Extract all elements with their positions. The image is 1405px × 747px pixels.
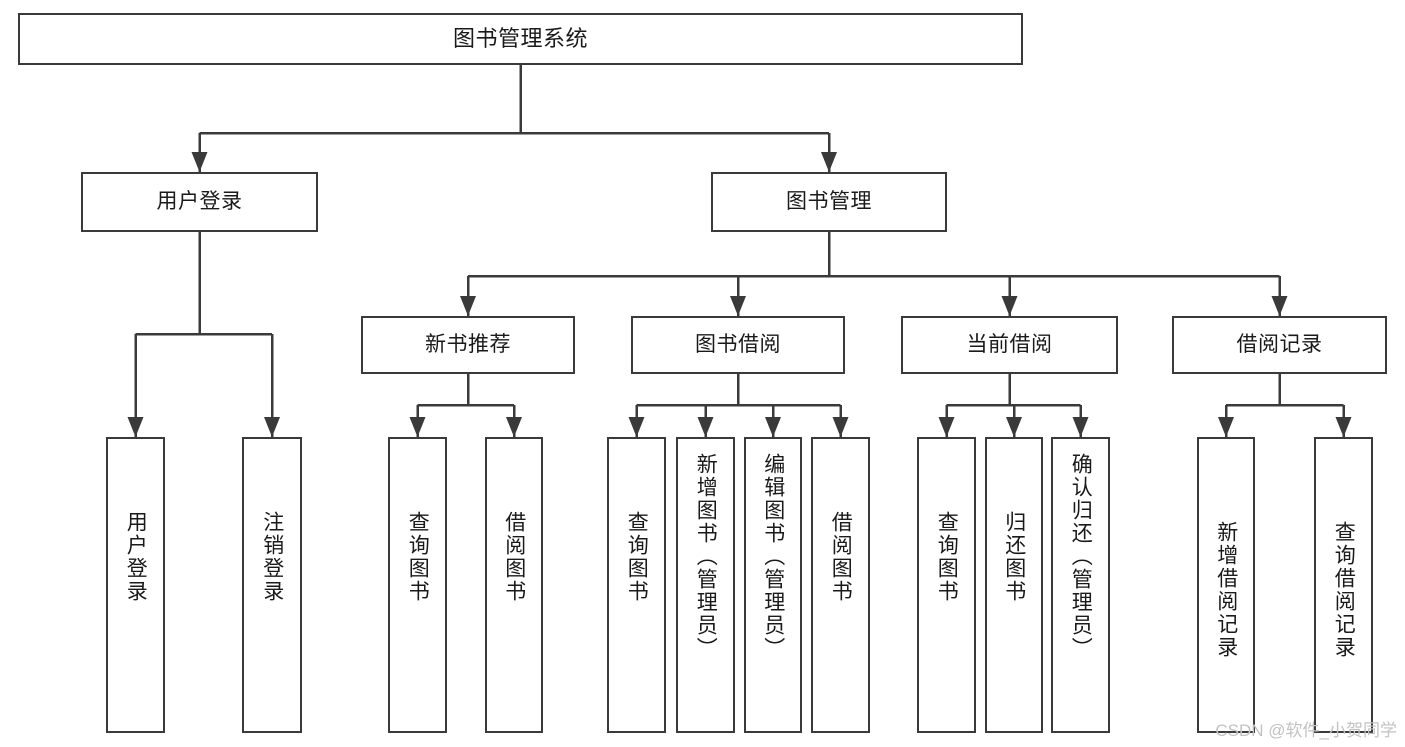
node-label: 图书管理 — [786, 189, 872, 213]
node-label: 借阅图书 — [502, 511, 526, 603]
node-leaf-bo-b: 借阅图书 — [811, 437, 870, 733]
watermark: CSDN @软件_小贺同学 — [1215, 721, 1397, 740]
node-label: 图书借阅 — [695, 332, 781, 356]
node-leaf-logout: 注销登录 — [242, 437, 302, 733]
node-newbook: 新书推荐 — [361, 316, 575, 374]
node-label: 查询图书 — [406, 511, 430, 603]
node-leaf-nb-q: 查询图书 — [388, 437, 447, 733]
node-label: 归还图书 — [1002, 511, 1026, 603]
node-bookmgmt: 图书管理 — [711, 172, 947, 232]
node-label: 确认归还（管理员） — [1069, 453, 1093, 660]
node-label: 注销登录 — [260, 511, 284, 603]
node-leaf-bo-q: 查询图书 — [607, 437, 666, 733]
node-current: 当前借阅 — [901, 316, 1118, 374]
node-label: 图书管理系统 — [452, 26, 588, 52]
node-records: 借阅记录 — [1172, 316, 1387, 374]
node-label: 查询图书 — [935, 511, 959, 603]
node-label: 新增借阅记录 — [1214, 521, 1238, 659]
node-root: 图书管理系统 — [18, 13, 1023, 65]
node-leaf-bo-add: 新增图书（管理员） — [676, 437, 735, 733]
node-leaf-cu-q: 查询图书 — [917, 437, 976, 733]
node-label: 查询图书 — [625, 511, 649, 603]
node-leaf-cu-c: 确认归还（管理员） — [1051, 437, 1110, 733]
node-leaf-login: 用户登录 — [106, 437, 165, 733]
node-leaf-nb-b: 借阅图书 — [485, 437, 543, 733]
node-leaf-re-q: 查询借阅记录 — [1314, 437, 1373, 733]
node-label: 新增图书（管理员） — [694, 453, 718, 660]
node-label: 借阅图书 — [829, 511, 853, 603]
node-label: 用户登录 — [156, 189, 243, 213]
node-login: 用户登录 — [81, 172, 318, 232]
node-label: 新书推荐 — [425, 332, 511, 356]
node-leaf-cu-r: 归还图书 — [985, 437, 1043, 733]
node-borrow: 图书借阅 — [631, 316, 845, 374]
node-leaf-bo-edit: 编辑图书（管理员） — [744, 437, 802, 733]
node-leaf-re-add: 新增借阅记录 — [1197, 437, 1255, 733]
node-label: 编辑图书（管理员） — [761, 453, 785, 660]
node-label: 借阅记录 — [1236, 332, 1323, 356]
node-label: 查询借阅记录 — [1332, 521, 1356, 659]
node-label: 当前借阅 — [966, 332, 1053, 356]
node-label: 用户登录 — [124, 511, 148, 603]
